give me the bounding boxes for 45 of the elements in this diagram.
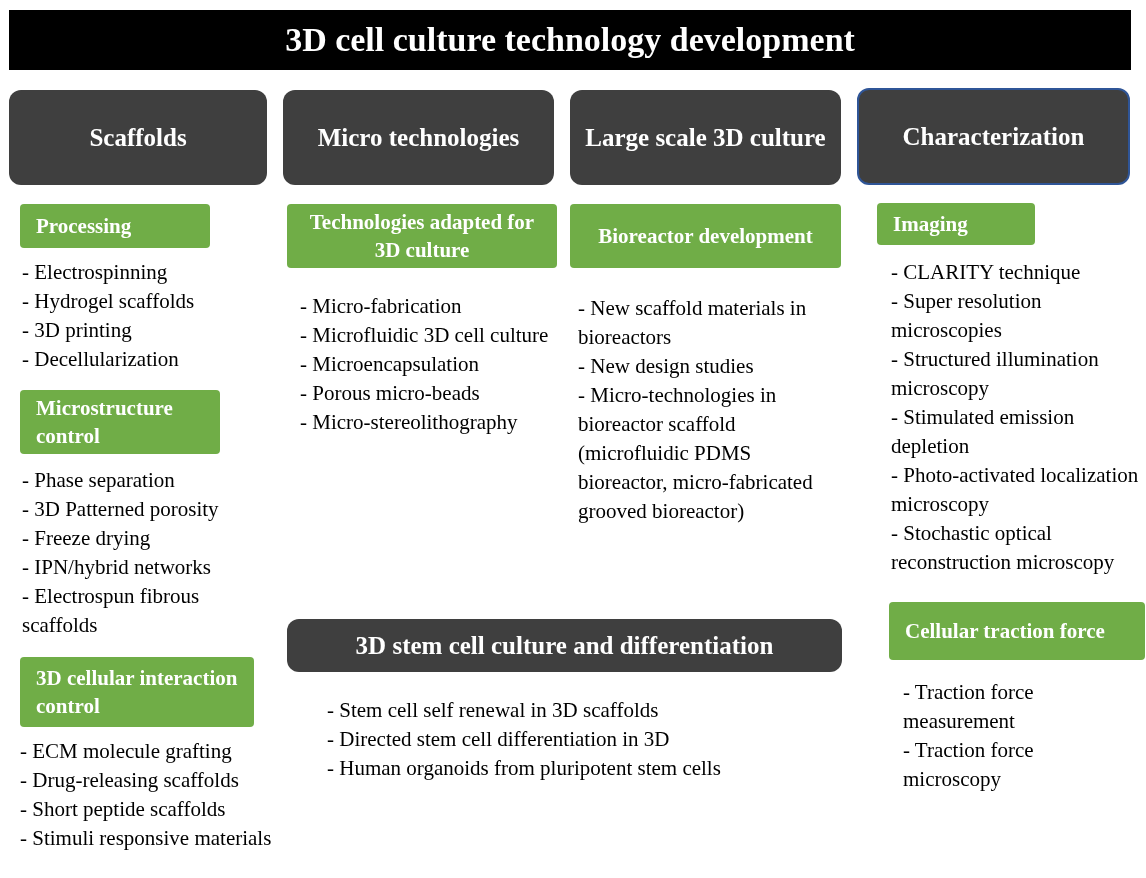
list-item: - Stimulated emission depletion: [891, 404, 1076, 460]
subheading-label: Cellular traction force: [889, 602, 1145, 660]
category-header: Scaffolds: [9, 90, 267, 185]
list-item: - Porous micro-beads: [300, 380, 481, 407]
list-item: - New scaffold materials in bioreactors: [578, 295, 808, 351]
list-item: - Super resolution microscopies: [891, 288, 1043, 344]
list-item: - Stem cell self renewal in 3D scaffolds: [327, 697, 660, 724]
list-item: - Structured illumination microscopy: [891, 346, 1100, 402]
subheading-label: Imaging: [877, 203, 1035, 245]
list-item: - Traction force measurement: [903, 679, 1035, 735]
list-item: - Micro-technologies in bioreactor scaffold (microfluidic PDMS bioreactor, micro-fabricated grooved bioreactor): [578, 382, 814, 525]
list-item: - Directed stem cell differentiation in 3D: [327, 726, 671, 753]
list-item: - Hydrogel scaffolds: [22, 288, 196, 315]
list-item: - Microencapsulation: [300, 351, 481, 378]
list-item: - Photo-activated localization microscopy: [891, 462, 1140, 518]
list-item: - Microfluidic 3D cell culture: [300, 322, 550, 349]
list-item: - Freeze drying: [22, 525, 152, 552]
title-banner: 3D cell culture technology development: [9, 10, 1131, 70]
list-item: - Phase separation: [22, 467, 176, 494]
list-item: - Electrospun fibrous scaffolds: [22, 583, 201, 639]
list-item: - IPN/hybrid networks: [22, 554, 212, 581]
subheading-label: Bioreactor development: [570, 204, 841, 268]
list-item: - Micro-fabrication: [300, 293, 463, 320]
list-item: - ECM molecule grafting: [20, 738, 233, 765]
list-item: - New design studies: [578, 353, 755, 380]
list-item: - Human organoids from pluripotent stem cells: [327, 755, 722, 782]
list-item: - Stimuli responsive materials: [20, 825, 273, 852]
category-header: Large scale 3D culture: [570, 90, 841, 185]
subheading-label: Processing: [20, 204, 210, 248]
subheading-label: Technologies adapted for 3D culture: [287, 204, 557, 268]
list-item: - CLARITY technique: [891, 259, 1082, 286]
list-item: - Decellularization: [22, 346, 180, 373]
list-item: - 3D Patterned porosity: [22, 496, 220, 523]
list-item: - Stochastic optical reconstruction microscopy: [891, 520, 1116, 576]
list-item: - 3D printing: [22, 317, 133, 344]
list-item: - Electrospinning: [22, 259, 169, 286]
subheading-label: 3D cellular interaction control: [20, 657, 254, 727]
list-item: - Traction force microscopy: [903, 737, 1035, 793]
list-item: - Short peptide scaffolds: [20, 796, 227, 823]
category-header: 3D stem cell culture and differentiation: [287, 619, 842, 672]
list-item: - Drug-releasing scaffolds: [20, 767, 240, 794]
category-header: Characterization: [857, 88, 1130, 185]
category-header: Micro technologies: [283, 90, 554, 185]
subheading-label: Microstructure control: [20, 390, 220, 454]
list-item: - Micro-stereolithography: [300, 409, 519, 436]
